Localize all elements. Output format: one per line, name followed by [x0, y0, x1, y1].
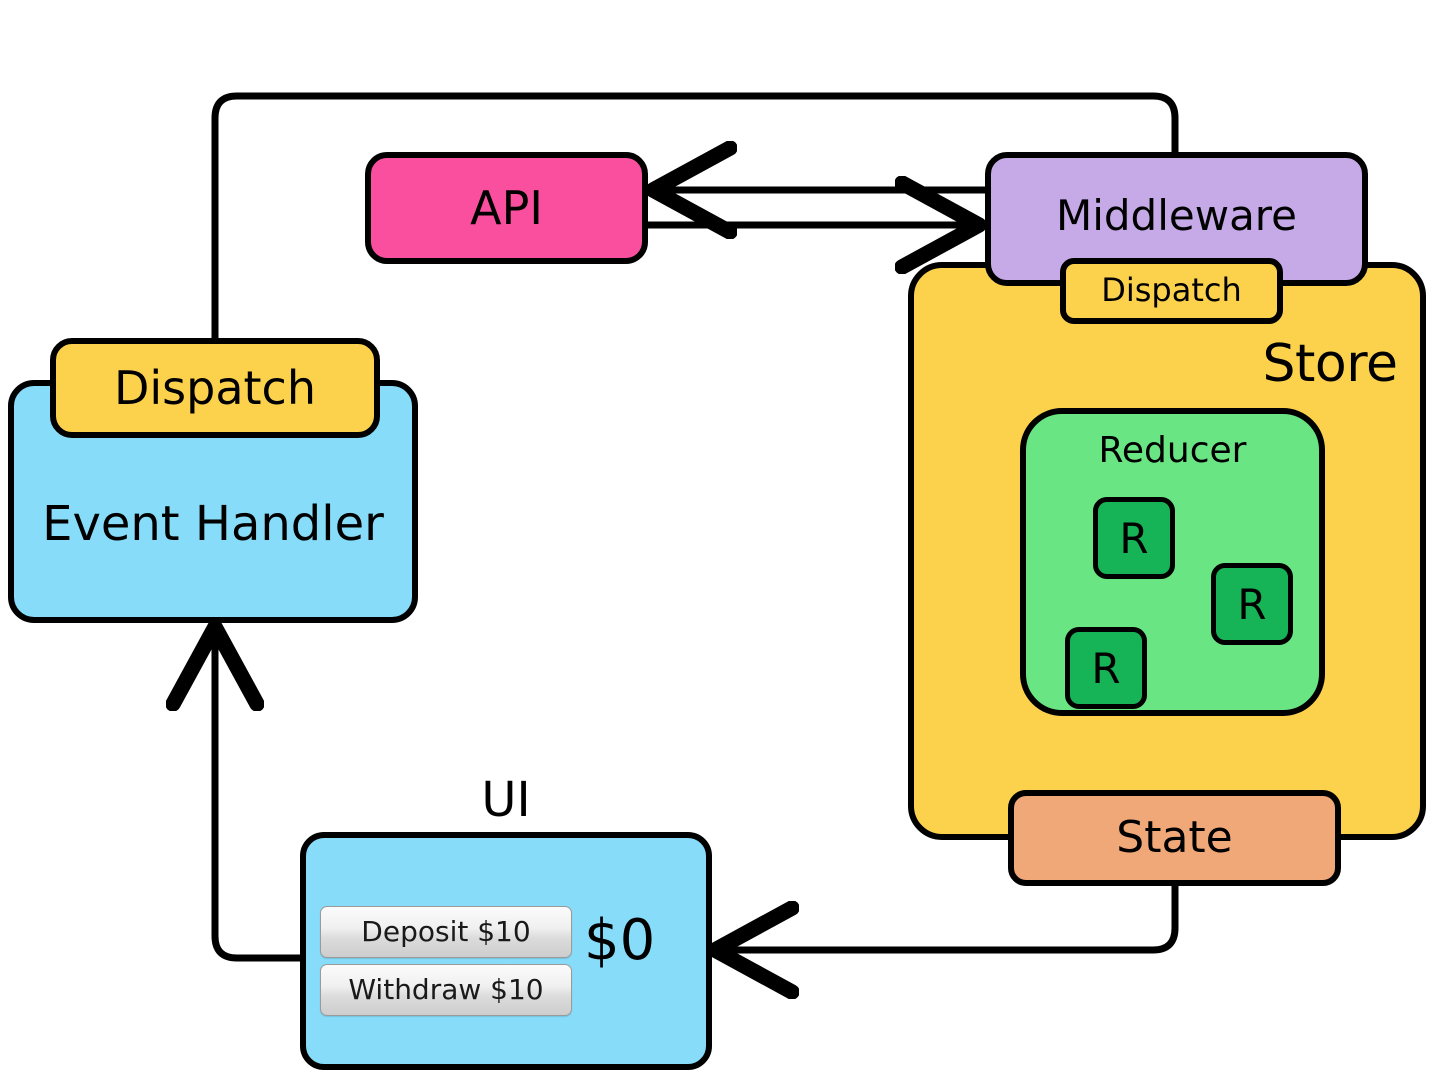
store-dispatch-node[interactable]: Dispatch — [1060, 258, 1283, 324]
balance-display: $0 — [584, 908, 656, 973]
edge-ui-to-event-handler — [215, 634, 300, 962]
deposit-button[interactable]: Deposit $10 — [320, 906, 572, 958]
store-label: Store — [1262, 334, 1398, 394]
api-node[interactable]: API — [365, 152, 648, 264]
reducer-chip[interactable]: R — [1211, 563, 1293, 645]
reducer-chip[interactable]: R — [1065, 627, 1147, 709]
reducer-chip[interactable]: R — [1093, 497, 1175, 579]
state-node[interactable]: State — [1008, 790, 1341, 886]
ui-label: UI — [481, 772, 531, 828]
ui-node: Deposit $10 Withdraw $10 $0 — [300, 832, 712, 1070]
ui-dispatch-node[interactable]: Dispatch — [50, 338, 380, 438]
ui-content: Deposit $10 Withdraw $10 $0 — [306, 838, 706, 1064]
edge-state-to-ui — [722, 886, 1179, 950]
withdraw-button[interactable]: Withdraw $10 — [320, 964, 572, 1016]
